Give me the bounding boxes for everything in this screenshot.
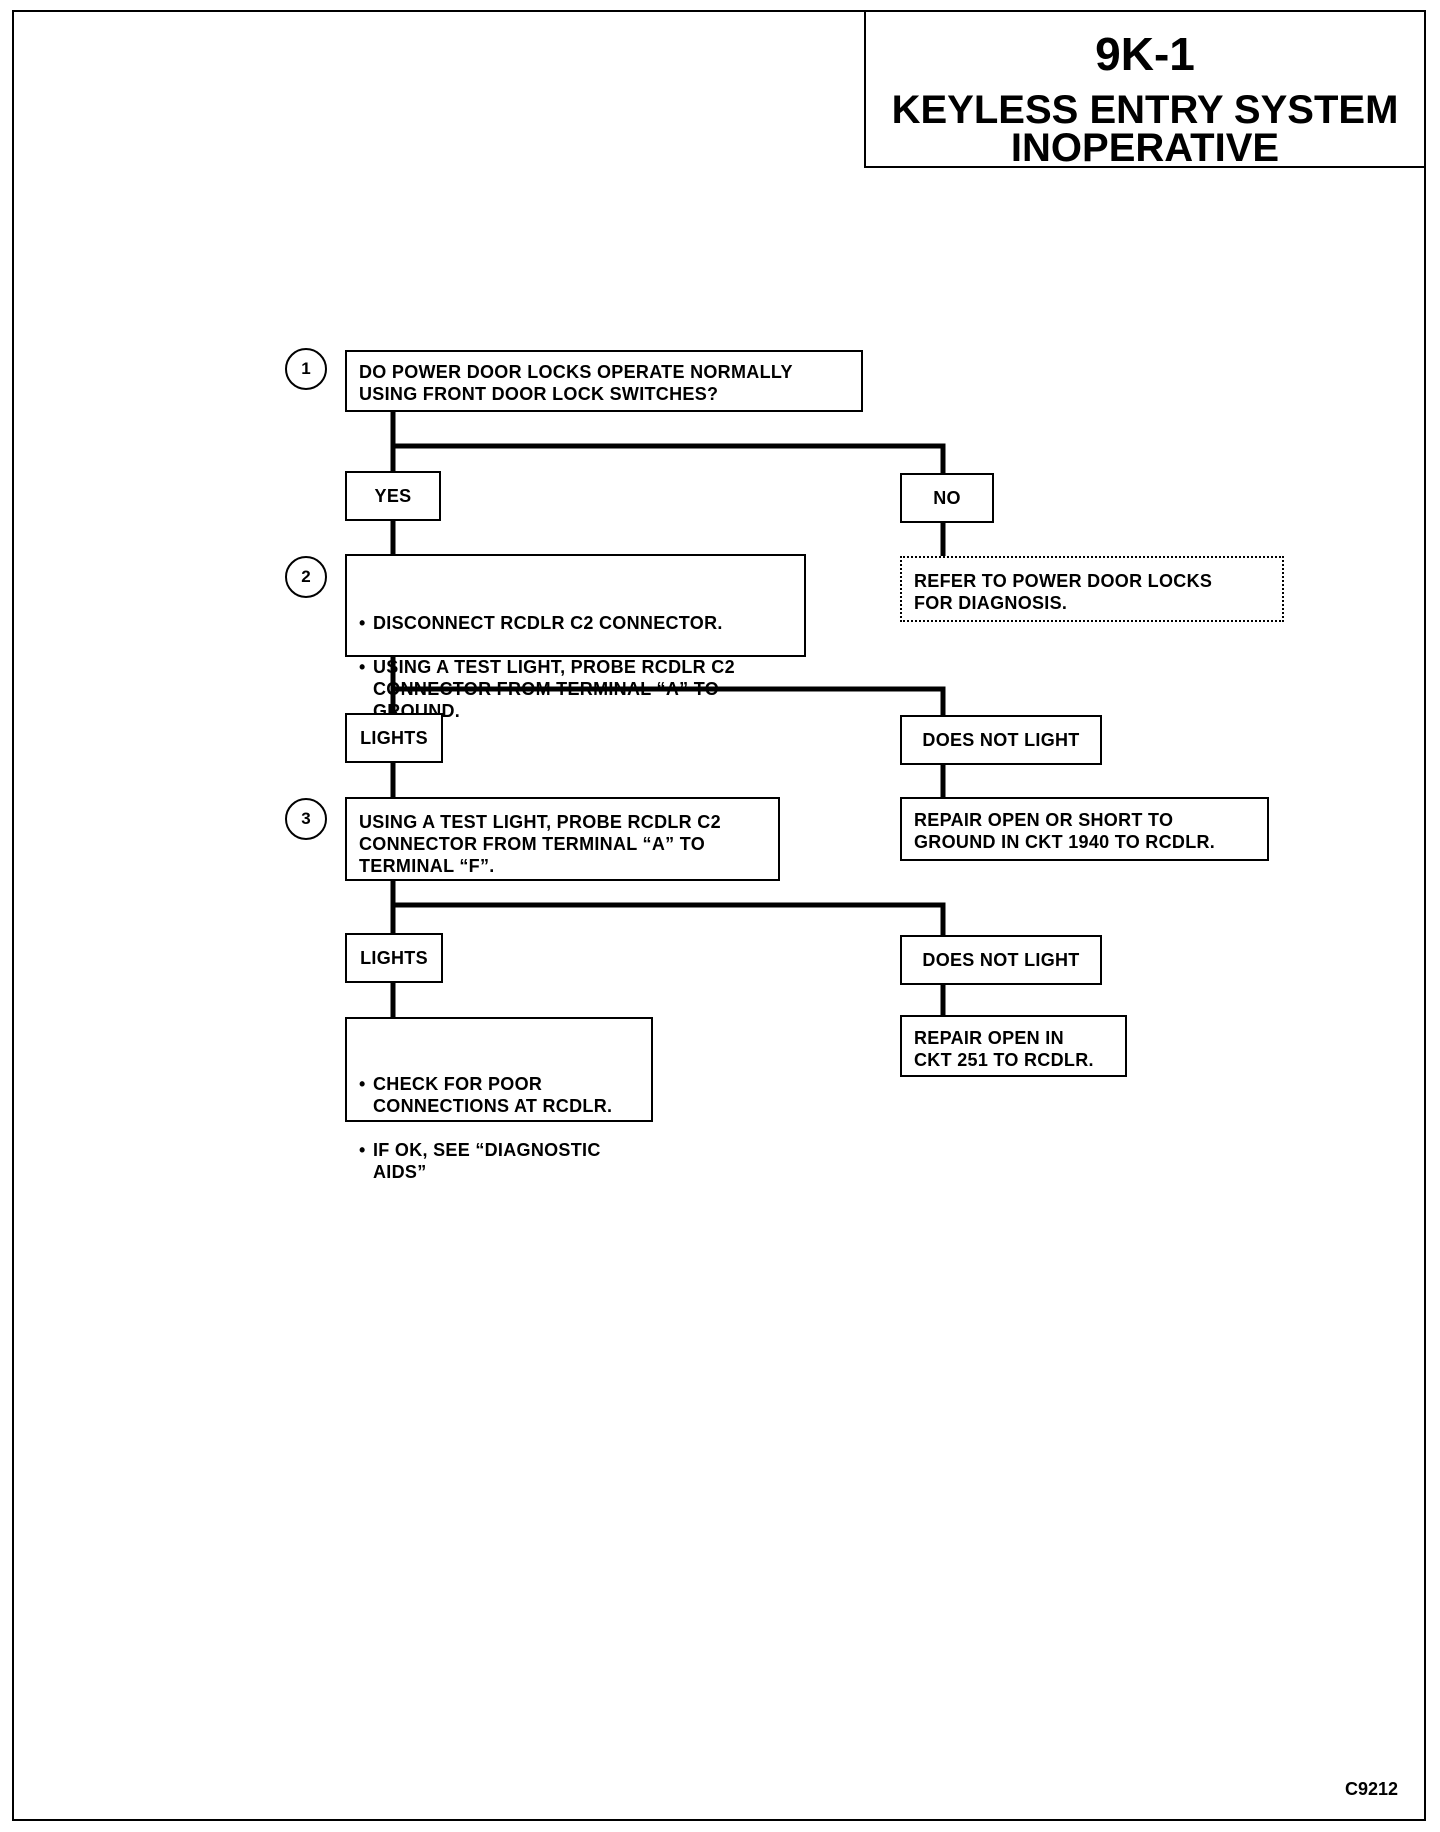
result-refer-power-door-locks: REFER TO POWER DOOR LOCKS FOR DIAGNOSIS. bbox=[900, 556, 1284, 622]
step-2-bullet-1: DISCONNECT RCDLR C2 CONNECTOR. bbox=[359, 612, 792, 634]
result-repair-ckt-1940: REPAIR OPEN OR SHORT TO GROUND IN CKT 19… bbox=[900, 797, 1269, 861]
title-block: 9K-1 KEYLESS ENTRY SYSTEM INOPERATIVE bbox=[864, 12, 1424, 168]
result-repair-ckt-251: REPAIR OPEN IN CKT 251 TO RCDLR. bbox=[900, 1015, 1127, 1077]
step-2-marker: 2 bbox=[285, 556, 327, 598]
step-2-bullets: DISCONNECT RCDLR C2 CONNECTOR. USING A T… bbox=[359, 590, 792, 744]
step-2-bullet-2: USING A TEST LIGHT, PROBE RCDLR C2 CONNE… bbox=[359, 656, 792, 722]
step-3-marker: 3 bbox=[285, 798, 327, 840]
check-connections-bullets: CHECK FOR POOR CONNECTIONS AT RCDLR. IF … bbox=[359, 1051, 639, 1205]
step-2-lights-label: LIGHTS bbox=[345, 713, 443, 763]
figure-code: C9212 bbox=[1344, 1779, 1398, 1799]
step-2-action: DISCONNECT RCDLR C2 CONNECTOR. USING A T… bbox=[345, 554, 806, 721]
check-connections-bullet-1: CHECK FOR POOR CONNECTIONS AT RCDLR. bbox=[359, 1073, 639, 1117]
step-1-marker: 1 bbox=[285, 348, 327, 390]
step-1-yes-label: YES bbox=[345, 471, 441, 521]
result-check-connections: CHECK FOR POOR CONNECTIONS AT RCDLR. IF … bbox=[345, 1017, 653, 1182]
procedure-code: 9K-1 bbox=[1095, 28, 1195, 80]
step-3-action: USING A TEST LIGHT, PROBE RCDLR C2 CONNE… bbox=[345, 797, 780, 881]
step-3-does-not-light-label: DOES NOT LIGHT bbox=[900, 935, 1102, 985]
step-1-no-label: NO bbox=[900, 473, 994, 523]
step-1-question: DO POWER DOOR LOCKS OPERATE NORMALLY USI… bbox=[345, 350, 863, 412]
title-line-1: KEYLESS ENTRY SYSTEM bbox=[891, 88, 1399, 132]
title-line-2: INOPERATIVE bbox=[1010, 126, 1280, 170]
check-connections-bullet-2: IF OK, SEE “DIAGNOSTIC AIDS” bbox=[359, 1139, 639, 1183]
step-2-does-not-light-label: DOES NOT LIGHT bbox=[900, 715, 1102, 765]
page-frame bbox=[12, 10, 1426, 1821]
step-3-lights-label: LIGHTS bbox=[345, 933, 443, 983]
